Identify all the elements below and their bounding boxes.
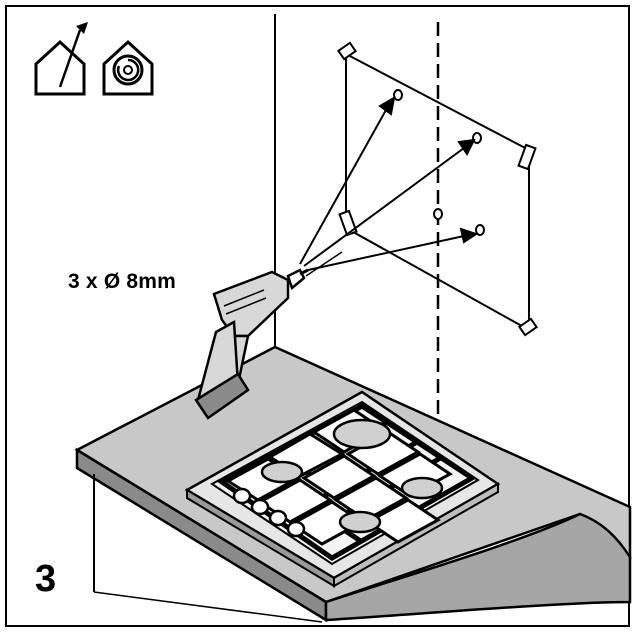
burner [338,510,382,534]
drill-hole [472,132,482,144]
drill-hole [475,224,485,236]
house-ducting-out-icon [34,22,88,96]
gas-hob [184,390,501,588]
drill-direction-arrows [299,96,479,277]
control-knob [268,509,288,527]
house-recirculation-icon [102,39,154,96]
drill-hole-spec: 3 x Ø 8mm [68,270,177,293]
installation-scene [34,14,632,623]
step-number: 3 [35,558,57,600]
illustration-frame [5,5,632,627]
drill-hole [433,208,443,220]
drill-holes [393,89,485,236]
control-knob [250,498,270,516]
power-drill-icon [194,268,309,420]
control-knob [232,487,252,505]
control-knob [286,520,306,538]
drill-hole [393,89,403,101]
burner [400,476,444,500]
mounting-template [337,41,538,337]
burner [332,418,392,450]
burner [260,460,304,484]
